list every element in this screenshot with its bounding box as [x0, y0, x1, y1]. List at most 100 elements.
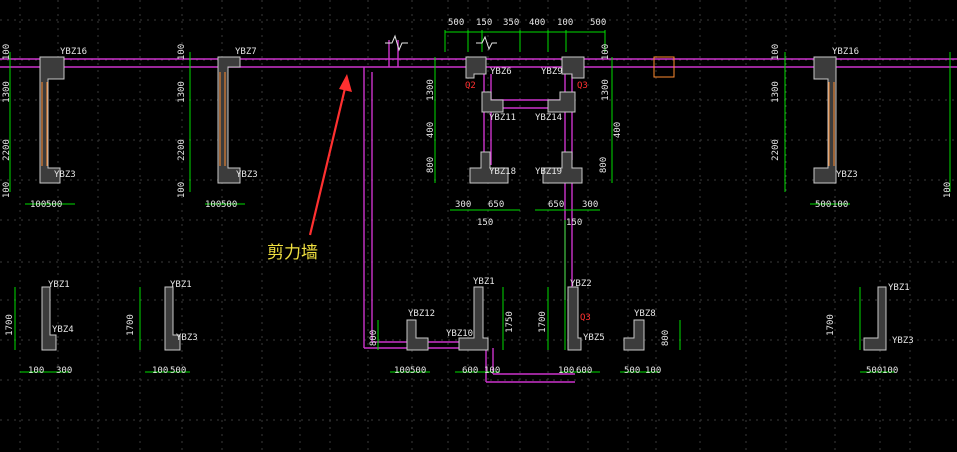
- column-label: YBZ7: [235, 47, 257, 57]
- openings: [41, 56, 835, 166]
- column-label: YBZ8: [634, 309, 656, 319]
- column-label: YBZ5: [583, 333, 605, 343]
- dimension-label: 500: [448, 18, 464, 28]
- column-label: YBZ1: [888, 283, 910, 293]
- dimension-label: 1300: [601, 79, 611, 101]
- dimension-label: 100: [771, 44, 781, 60]
- column-label: YBZ9: [541, 67, 563, 77]
- column-label: YBZ3: [892, 336, 914, 346]
- dimension-label: 1300: [426, 79, 436, 101]
- column-label: YBZ6: [490, 67, 512, 77]
- dimension-label: 500: [590, 18, 606, 28]
- column-label: YBZ1: [473, 277, 495, 287]
- column-shapes: [39, 56, 887, 351]
- dimension-label: 300: [56, 366, 72, 376]
- dimension-label: 1700: [5, 314, 15, 336]
- dimension-label: 150: [476, 18, 492, 28]
- dimension-label: 100: [943, 182, 953, 198]
- dimension-label: 500: [170, 366, 186, 376]
- dimension-label: 500: [624, 366, 640, 376]
- column-label: YBZ3: [176, 333, 198, 343]
- column-label: YBZ19: [535, 167, 562, 177]
- dimension-label: 100: [882, 366, 898, 376]
- column-label: YBZ18: [489, 167, 516, 177]
- dimension-label: 100: [28, 366, 44, 376]
- dimension-label: 100: [484, 366, 500, 376]
- column-label: YBZ3: [236, 170, 258, 180]
- dimension-label: 100: [558, 366, 574, 376]
- column-label: YBZ12: [408, 309, 435, 319]
- column-label: YBZ3: [54, 170, 76, 180]
- opening-label: Q3: [577, 81, 588, 91]
- dimension-label: 100: [2, 44, 12, 60]
- dimension-label: 1300: [771, 81, 781, 103]
- dimension-label: 800: [369, 330, 379, 346]
- dimension-label: 500: [221, 200, 237, 210]
- opening-label: Q2: [465, 81, 476, 91]
- dimension-label: 600: [576, 366, 592, 376]
- dimension-label: 100: [645, 366, 661, 376]
- column-label: YBZ10: [446, 329, 473, 339]
- top-dimension-labels: 500 150 350 400 100 500: [448, 18, 606, 28]
- dimension-label: 400: [529, 18, 545, 28]
- shear-wall-annotation: 剪力墙: [267, 243, 318, 263]
- column-label: YBZ4: [52, 325, 74, 335]
- annotation-arrow-icon: [308, 74, 352, 236]
- dimension-label: 100: [832, 200, 848, 210]
- dimension-label: 300: [455, 200, 471, 210]
- dimension-label: 100: [394, 366, 410, 376]
- dimension-label: 150: [566, 218, 582, 228]
- dimension-label: 1700: [126, 314, 136, 336]
- column-label: YBZ16: [832, 47, 859, 57]
- dimension-label: 500: [410, 366, 426, 376]
- column-label: YBZ1: [170, 280, 192, 290]
- dimension-label: 500: [815, 200, 831, 210]
- break-line-icon: [385, 34, 408, 52]
- dimension-label: 500: [866, 366, 882, 376]
- column-label: YBZ14: [535, 113, 562, 123]
- dimension-label: 1750: [505, 311, 515, 333]
- dimension-label: 100: [205, 200, 221, 210]
- dimension-label: 1300: [2, 81, 12, 103]
- opening-label: Q3: [580, 313, 591, 323]
- dimension-label: 300: [582, 200, 598, 210]
- column-label: YBZ2: [570, 279, 592, 289]
- dimension-label: 1300: [177, 81, 187, 103]
- dimension-label: 100: [557, 18, 573, 28]
- dimension-label: 500: [46, 200, 62, 210]
- dimension-label: 650: [548, 200, 564, 210]
- dimension-label: 2200: [771, 139, 781, 161]
- dimension-label: 800: [426, 157, 436, 173]
- dimension-label: 350: [503, 18, 519, 28]
- dimension-lines: [9, 30, 951, 373]
- dimension-label: 600: [462, 366, 478, 376]
- dimension-label: 100: [30, 200, 46, 210]
- dimension-label: 800: [661, 330, 671, 346]
- dimension-label: 400: [613, 122, 623, 138]
- dimension-label: 400: [426, 122, 436, 138]
- column-label: YBZ11: [489, 113, 516, 123]
- dimension-label: 1700: [826, 314, 836, 336]
- dimension-label: 2200: [2, 139, 12, 161]
- dimension-label: 2200: [177, 139, 187, 161]
- dimension-label: 650: [488, 200, 504, 210]
- dimension-label: 100: [152, 366, 168, 376]
- dimension-label: 800: [599, 157, 609, 173]
- column-label: YBZ16: [60, 47, 87, 57]
- dimension-label: 100: [177, 44, 187, 60]
- break-line-icon: [476, 35, 497, 51]
- dimension-label: 100: [601, 44, 611, 60]
- dimension-label: 100: [2, 182, 12, 198]
- dimension-label: 100: [177, 182, 187, 198]
- vertical-dimension-labels: 100 1300 2200 100 100 1300 2200 100 1300 400 800 10…: [2, 44, 953, 346]
- column-label: YBZ3: [836, 170, 858, 180]
- dimension-label: 1700: [538, 311, 548, 333]
- column-label: YBZ1: [48, 280, 70, 290]
- dimension-label: 150: [477, 218, 493, 228]
